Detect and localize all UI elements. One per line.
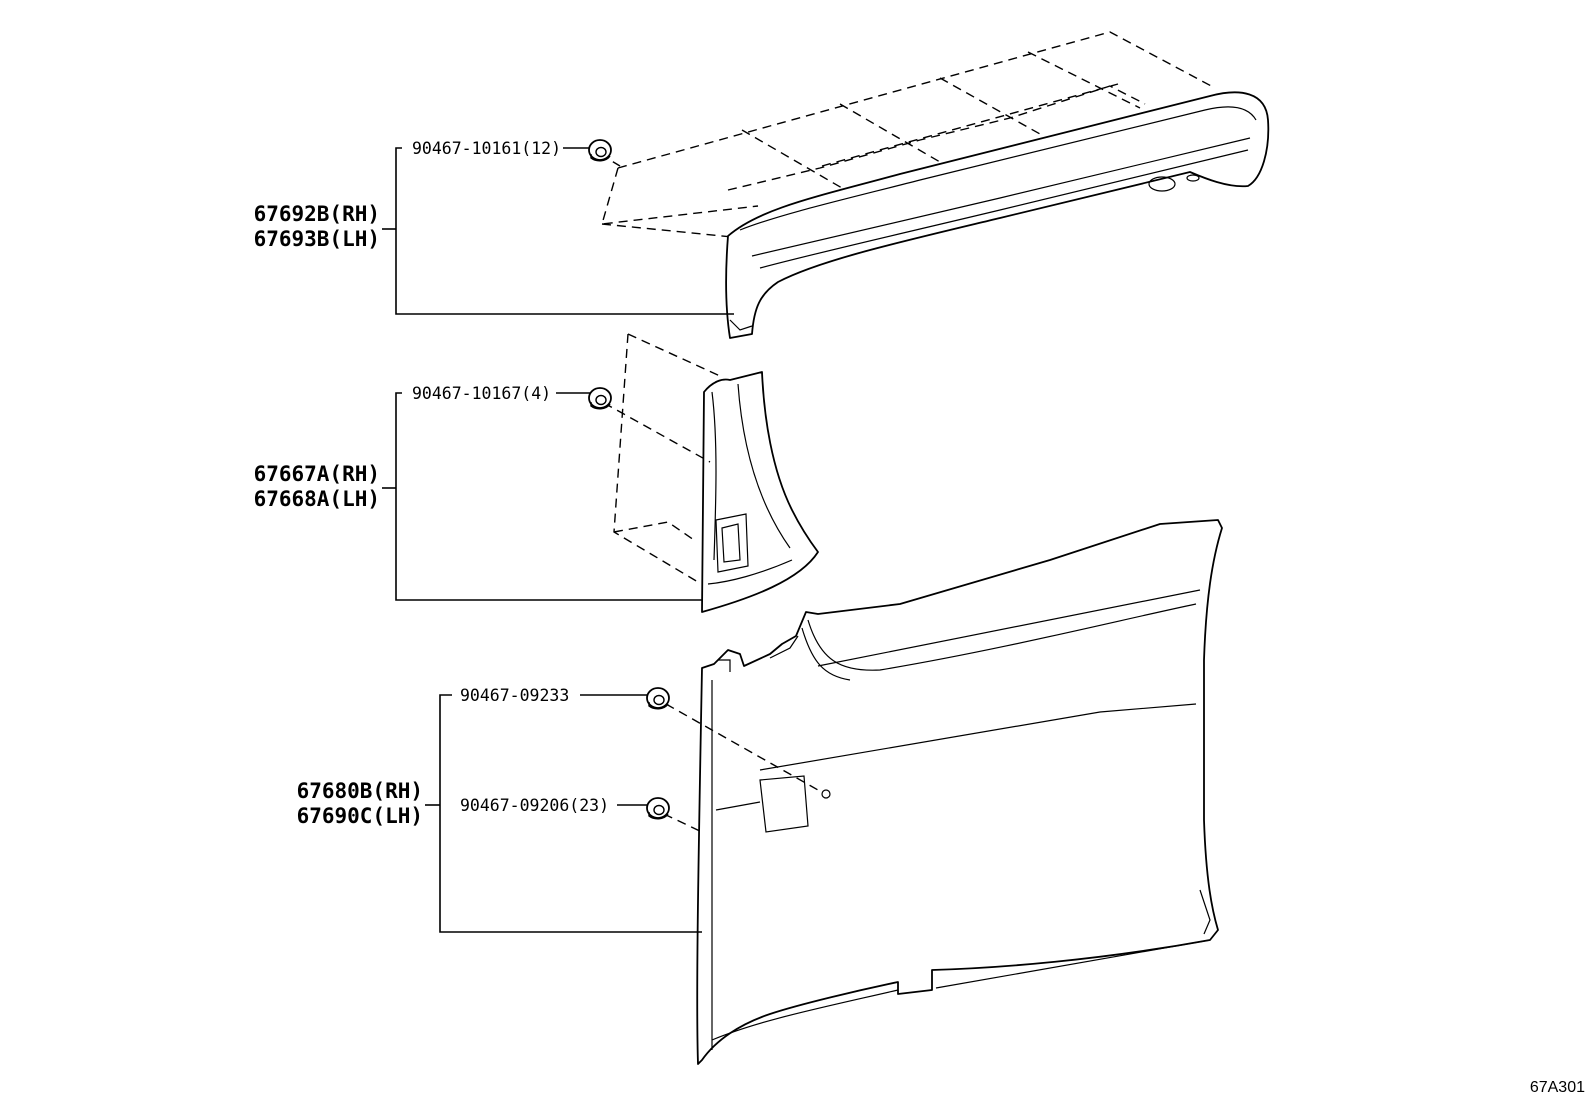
clip-number-label[interactable]: 90467-09233 [460,686,569,705]
part-number-rh[interactable]: 67667A(RH) [254,462,380,486]
leader-upper-garnish [395,147,734,315]
upper-garnish-part[interactable] [601,31,1270,339]
clip-number-label[interactable]: 90467-09206(23) [460,796,609,815]
leader-quarter-trim [439,694,702,933]
clip-number-label[interactable]: 90467-10161(12) [412,139,561,158]
pillar-garnish-part[interactable] [613,333,819,613]
clip-number-label[interactable]: 90467-10167(4) [412,384,551,403]
clip-10167-direction [603,402,711,463]
clip-icon[interactable] [646,797,670,820]
clip-icon[interactable] [588,139,612,162]
part-number-rh[interactable]: 67692B(RH) [254,202,380,226]
clip-icon[interactable] [646,687,670,710]
clip-hole-marker [821,789,831,799]
part-number-rh[interactable]: 67680B(RH) [297,779,423,803]
part-number-lh[interactable]: 67690C(LH) [297,804,423,828]
leader-pillar-garnish [395,392,702,601]
part-number-lh[interactable]: 67668A(LH) [254,487,380,511]
clip-icon[interactable] [588,387,612,410]
figure-id: 67A301 [1530,1079,1585,1096]
clip-09206-direction [663,813,703,833]
quarter-trim-panel-part[interactable] [696,519,1223,1065]
part-number-lh[interactable]: 67693B(LH) [254,227,380,251]
